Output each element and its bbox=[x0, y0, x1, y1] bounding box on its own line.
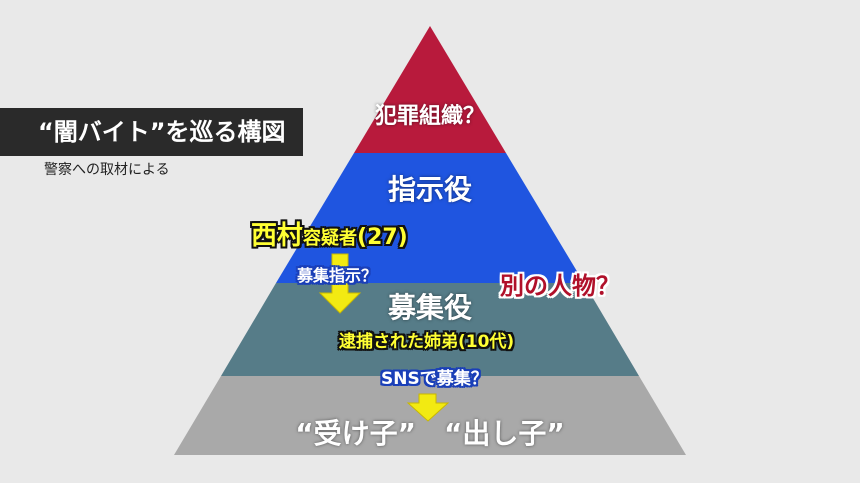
suspect-name: 西村 bbox=[251, 221, 304, 251]
tier-criminal-org-label: 犯罪組織？ bbox=[374, 104, 486, 129]
other-person-label: 別の人物？ bbox=[500, 272, 620, 300]
tier-criminal-org-shape bbox=[354, 26, 506, 153]
arrested-siblings-label: 逮捕された姉弟(10代) bbox=[339, 332, 515, 352]
arrow-down-1 bbox=[318, 253, 362, 314]
suspect-age: (27) bbox=[357, 225, 408, 250]
recruit-instruction-label: 募集指示？ bbox=[297, 266, 378, 285]
page-title: “闇バイト”を巡る構図 bbox=[38, 118, 286, 146]
tier-recruiter-label: 募集役 bbox=[387, 291, 473, 324]
tier-director-shape bbox=[276, 153, 584, 283]
tier-director-label: 指示役 bbox=[387, 173, 473, 206]
arrow-down-2 bbox=[406, 393, 450, 422]
source-note: 警察への取材による bbox=[44, 162, 170, 178]
tier-runners-label: “受け子” “出し子” bbox=[295, 417, 565, 450]
suspect-label: 西村容疑者(27) bbox=[251, 223, 408, 249]
tier-recruiter-shape bbox=[221, 283, 639, 376]
title-banner bbox=[0, 108, 303, 156]
suspect-role: 容疑者 bbox=[303, 228, 358, 249]
sns-recruit-label: SNSで募集？ bbox=[381, 369, 488, 389]
